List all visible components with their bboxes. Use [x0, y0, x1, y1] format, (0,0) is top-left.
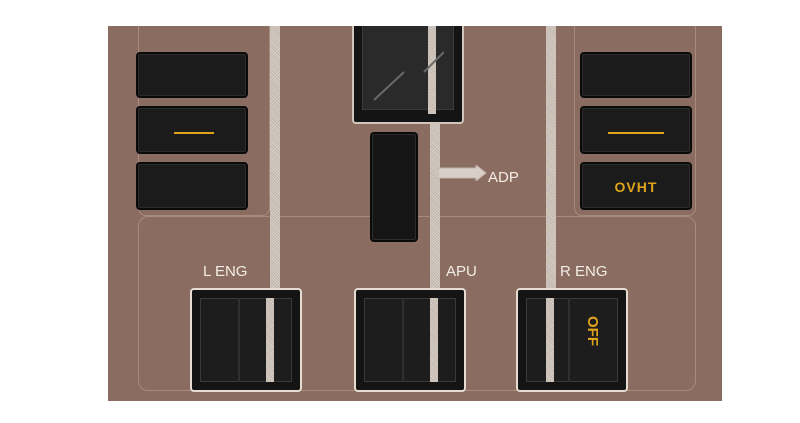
apu-switch[interactable]	[354, 288, 466, 392]
l-eng-switch-stripe	[266, 298, 274, 382]
l-eng-switch[interactable]	[190, 288, 302, 392]
r-eng-switch-stripe	[546, 298, 554, 382]
l-eng-label: L ENG	[203, 263, 248, 280]
apu-upper-switch-stripe	[428, 26, 436, 114]
ovht-annunciator-text: OVHT	[614, 179, 658, 195]
r-eng-off-label: OFF	[584, 316, 601, 346]
adp-indicator	[370, 132, 418, 242]
right-indicator-ovht: OVHT	[580, 162, 692, 210]
r-eng-switch-divider	[568, 298, 570, 382]
right-indicator-2	[580, 106, 692, 154]
apu-switch-stripe	[430, 298, 438, 382]
left-indicator-1	[136, 52, 248, 98]
right-indicator-1	[580, 52, 692, 98]
l-eng-switch-divider	[238, 298, 240, 382]
l-eng-switch-face	[200, 298, 292, 382]
adp-arrow-icon	[438, 165, 487, 181]
left-indicator-3	[136, 162, 248, 210]
left-indicator-dash	[174, 132, 214, 134]
right-crossfeed-line	[546, 26, 556, 362]
right-section-outline	[574, 26, 696, 216]
r-eng-switch[interactable]: OFF	[516, 288, 628, 392]
apu-label: APU	[446, 263, 477, 280]
left-indicator-2	[136, 106, 248, 154]
r-eng-label: R ENG	[560, 263, 608, 280]
apu-upper-switch[interactable]	[352, 26, 464, 124]
right-indicator-dash	[608, 132, 664, 134]
fuel-pump-panel: ADP OVHT L ENG APU R ENG	[108, 26, 722, 401]
apu-switch-divider	[402, 298, 404, 382]
apu-switch-face	[364, 298, 456, 382]
r-eng-switch-face	[526, 298, 618, 382]
center-apu-line	[430, 121, 440, 362]
left-crossfeed-line	[270, 26, 280, 362]
glare-icon	[373, 51, 444, 101]
adp-label: ADP	[488, 169, 519, 186]
